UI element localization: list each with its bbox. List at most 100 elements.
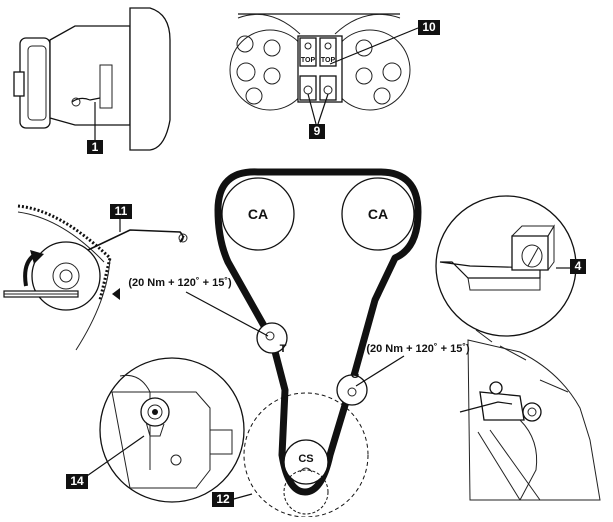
pointer-wedge [112, 288, 120, 300]
tool-base-edge [467, 277, 541, 291]
pulley-bolt [522, 402, 542, 422]
callout-14-box [66, 474, 88, 489]
engine-block-edge [519, 419, 538, 501]
callout-10-box [418, 20, 440, 35]
pulley-groove [27, 45, 47, 121]
closeup-pointer [145, 421, 165, 437]
inset-camshaft-lock-tool: TOP TOP 10 9 [229, 13, 440, 139]
tensioner-wheel-hub [52, 262, 80, 290]
zoom-circle-large [243, 392, 369, 518]
tool-block-lower-right [319, 75, 337, 101]
tensioner-wheel [31, 241, 101, 311]
sprocket-bolt [382, 62, 402, 82]
tool-bolt [324, 42, 332, 50]
top-mark-right: TOP [321, 57, 336, 64]
inset-tensioner-adjust: 11 [3, 204, 188, 351]
callout-4: 4 [575, 259, 582, 273]
tool-block [511, 235, 549, 271]
installed-tool-plate [479, 391, 525, 421]
pulley-bolt-head [527, 407, 537, 417]
idler-pulley-label: G [351, 369, 360, 381]
belt-lower-edge [75, 257, 111, 351]
cam-cover-edge [499, 345, 569, 393]
tensioner-pulley [256, 322, 288, 354]
callout-11: 11 [115, 204, 128, 218]
callout-12-box [212, 492, 234, 507]
torque-leader-tensioner [185, 291, 269, 337]
closeup-pulley-hub [147, 404, 163, 420]
tool-bore [521, 244, 543, 268]
tensioner-wheel-bolt [59, 269, 73, 283]
idler-hub [347, 387, 357, 397]
tool-block-left [299, 37, 317, 67]
callout-12: 12 [216, 492, 230, 506]
callout-4-box [570, 259, 586, 274]
callout-1: 1 [92, 140, 99, 154]
inset-14-circle [99, 357, 245, 503]
pin-ring [71, 97, 81, 107]
sprocket-bolt [236, 62, 256, 82]
inset-pulley-closeup: 14 [66, 357, 245, 503]
sprocket-hole [236, 35, 254, 53]
mount-tab [210, 429, 233, 455]
tensioner-torque: (20 Nm + 120˚ + 15˚) [128, 277, 232, 289]
installed-tool-bolt [489, 381, 503, 395]
bracket-outline [111, 391, 211, 489]
closeup-boss [170, 454, 182, 466]
locking-pin [71, 97, 101, 103]
timing-belt [214, 168, 422, 496]
leader-14 [83, 435, 145, 479]
torque-leader-idler [355, 355, 405, 387]
tensioner-hub [265, 331, 275, 341]
rotation-arrowhead [30, 250, 44, 264]
inset-tensioner-side-view: 1 [13, 7, 171, 154]
tool-bore-line [527, 247, 539, 267]
locking-pin-loop [178, 233, 188, 243]
leader-9a [307, 93, 317, 125]
tensioner-body [49, 25, 131, 126]
tool-block-lower-left [299, 75, 317, 101]
inset-4-connector [475, 329, 493, 343]
idler-pulley [336, 374, 368, 406]
tool-block-side [547, 224, 555, 271]
sprocket-hole [355, 67, 373, 85]
callout-14: 14 [70, 474, 84, 488]
tool-bolt [304, 42, 312, 50]
inset-tool-installed [459, 339, 601, 501]
sprocket-hole [245, 87, 263, 105]
engine-block-hatch [477, 429, 541, 501]
inset-locking-tool: 4 [435, 195, 586, 343]
tensioner-pulley-label: T [280, 343, 287, 355]
tool-block-right [319, 37, 337, 67]
installed-tool-arm [459, 401, 513, 413]
sprocket-teeth-hint [237, 13, 401, 35]
callout-10: 10 [422, 20, 436, 34]
top-mark-left: TOP [301, 57, 316, 64]
closeup-bolt-center [152, 409, 158, 415]
locking-pin-wire [87, 229, 185, 251]
sprocket-hole [263, 67, 281, 85]
leader-9b [317, 93, 329, 125]
leader-10 [329, 27, 419, 65]
callout-11-box [110, 204, 132, 219]
callout-9: 9 [314, 124, 321, 138]
casting-edge [119, 374, 151, 470]
sprocket-hole [355, 39, 373, 57]
idler-torque: (20 Nm + 120˚ + 15˚) [366, 343, 470, 355]
callout-1-box [87, 140, 103, 154]
crank-sprocket-label: CS [298, 453, 313, 465]
tensioner-arm [99, 64, 113, 109]
sprocket-hole [263, 39, 281, 57]
cam-pulley-left-label: CA [248, 206, 268, 222]
belt-routing: CA CA T G CS 12 (20 Nm + 120˚ + 15˚) (20… [128, 168, 470, 518]
sprocket-hole [373, 87, 391, 105]
callout-9-box [309, 124, 325, 139]
cam-pulley-right [341, 177, 415, 251]
belt-inner-edge [17, 211, 105, 263]
engine-bracket [129, 7, 171, 151]
pulley-hub [13, 71, 25, 97]
engine-casting-outline [467, 339, 601, 501]
cam-pulley-left [221, 177, 295, 251]
